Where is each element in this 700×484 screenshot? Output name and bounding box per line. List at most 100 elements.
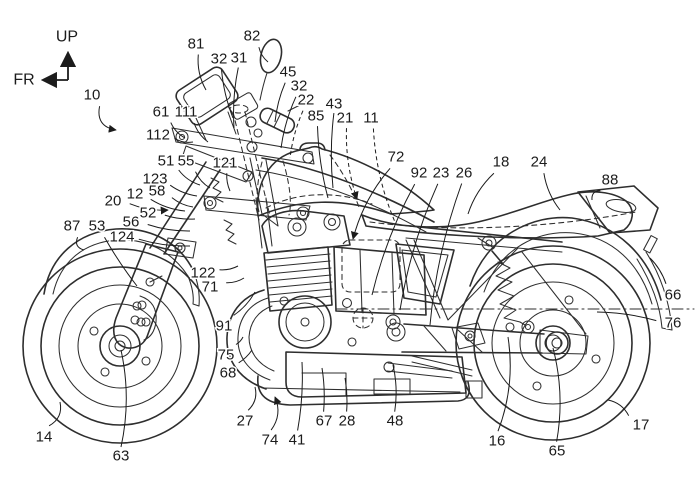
ref-label-72: 72 xyxy=(388,149,405,166)
leader-line-72 xyxy=(350,167,391,240)
ref-label-112: 112 xyxy=(146,127,170,144)
leader-line-75 xyxy=(235,336,244,345)
ref-label-51: 51 xyxy=(158,153,175,170)
engine xyxy=(261,209,467,398)
leader-line-53 xyxy=(104,236,138,287)
leader-line-27 xyxy=(247,386,257,411)
ref-label-27: 27 xyxy=(237,413,254,430)
leader-line-41 xyxy=(297,361,303,431)
leader-line-82 xyxy=(258,47,269,63)
rear-fender xyxy=(469,216,673,331)
leader-line-45 xyxy=(274,82,286,123)
ref-label-74: 74 xyxy=(262,432,279,449)
fuel-tank xyxy=(256,142,435,217)
leader-line-51 xyxy=(178,169,201,186)
front-wheel xyxy=(22,248,218,444)
leader-line-31 xyxy=(233,67,239,129)
leader-line-81 xyxy=(197,54,207,91)
leader-line-18 xyxy=(467,172,495,215)
ref-label-63: 63 xyxy=(113,448,130,465)
ref-label-65: 65 xyxy=(549,443,566,460)
leader-line-87 xyxy=(76,237,85,251)
leader-line-43 xyxy=(330,113,335,189)
shock-spring xyxy=(495,261,521,323)
leader-line-56 xyxy=(147,224,191,232)
headlight xyxy=(175,66,239,126)
ref-label-87: 87 xyxy=(64,218,81,235)
ref-label-122: 122 xyxy=(190,265,215,282)
suspension-spring-lower xyxy=(223,219,237,245)
ref-label-81: 81 xyxy=(188,36,205,53)
leader-line-76 xyxy=(596,311,657,322)
leader-line-123 xyxy=(169,184,198,197)
leader-line-55 xyxy=(195,171,211,189)
ref-label-68: 68 xyxy=(220,365,237,382)
leader-line-91 xyxy=(233,291,256,316)
ref-label-23: 23 xyxy=(433,165,450,182)
leader-line-63 xyxy=(120,349,127,448)
ref-label-71: 71 xyxy=(202,279,219,296)
leader-line-26 xyxy=(429,183,463,326)
ref-label-22: 22 xyxy=(298,92,315,109)
front-fork-linkage xyxy=(112,127,315,349)
ref-label-48: 48 xyxy=(387,413,404,430)
ref-label-58: 58 xyxy=(149,183,166,200)
ref-label-75: 75 xyxy=(218,347,235,364)
foot-controls xyxy=(383,322,486,379)
ref-label-56: 56 xyxy=(123,214,140,231)
exhaust xyxy=(226,289,483,406)
ref-label-10: 10 xyxy=(84,87,101,104)
rear-wheel xyxy=(455,245,651,441)
leader-line-66 xyxy=(649,257,667,284)
ref-label-45: 45 xyxy=(280,64,297,81)
motorcycle-drawing xyxy=(22,38,695,444)
leader-line-22 xyxy=(289,110,304,159)
ref-label-82: 82 xyxy=(244,28,261,45)
ref-label-26: 26 xyxy=(456,165,473,182)
leader-line-74 xyxy=(270,396,282,431)
ref-label-41: 41 xyxy=(289,432,306,449)
leader-line-92 xyxy=(371,183,416,296)
ref-label-121: 121 xyxy=(212,155,237,172)
ref-label-52: 52 xyxy=(140,205,157,222)
leader-line-112 xyxy=(174,137,194,143)
instrument-cluster xyxy=(227,92,259,120)
leader-line-71 xyxy=(226,277,245,284)
orientation-indicator: UP FR xyxy=(13,29,78,89)
leader-line-122 xyxy=(219,265,239,271)
muffler xyxy=(257,375,471,406)
leader-line-68 xyxy=(238,349,253,364)
leader-line-11 xyxy=(372,128,396,223)
ref-label-111: 111 xyxy=(175,104,198,121)
ref-label-61: 61 xyxy=(153,104,170,121)
ref-label-123: 123 xyxy=(142,171,167,188)
suspension-spring-upper xyxy=(210,177,224,203)
ref-label-124: 124 xyxy=(109,229,134,246)
ref-label-20: 20 xyxy=(105,193,122,210)
leader-line-67 xyxy=(321,367,325,412)
leader-line-24 xyxy=(543,173,561,211)
ref-label-92: 92 xyxy=(411,165,428,182)
leader-line-61 xyxy=(170,122,186,139)
ref-label-28: 28 xyxy=(339,413,356,430)
leader-line-85 xyxy=(317,126,329,199)
ref-label-91: 91 xyxy=(216,318,233,335)
leader-line-65 xyxy=(552,347,561,442)
ref-label-18: 18 xyxy=(493,154,510,171)
seat xyxy=(361,191,637,239)
ref-label-24: 24 xyxy=(531,154,548,171)
handlebar-grip xyxy=(259,107,296,134)
ref-label-32: 32 xyxy=(291,78,308,95)
leader-line-32 xyxy=(280,96,297,149)
leader-line-52 xyxy=(164,214,196,220)
leader-line-20 xyxy=(129,203,169,215)
leader-line-21 xyxy=(345,128,359,200)
cylinder-block xyxy=(263,246,333,312)
up-label: UP xyxy=(56,29,78,46)
leader-line-32 xyxy=(221,69,234,119)
leader-line-124 xyxy=(138,238,191,247)
ref-label-66: 66 xyxy=(665,287,682,304)
ref-label-14: 14 xyxy=(36,429,53,446)
